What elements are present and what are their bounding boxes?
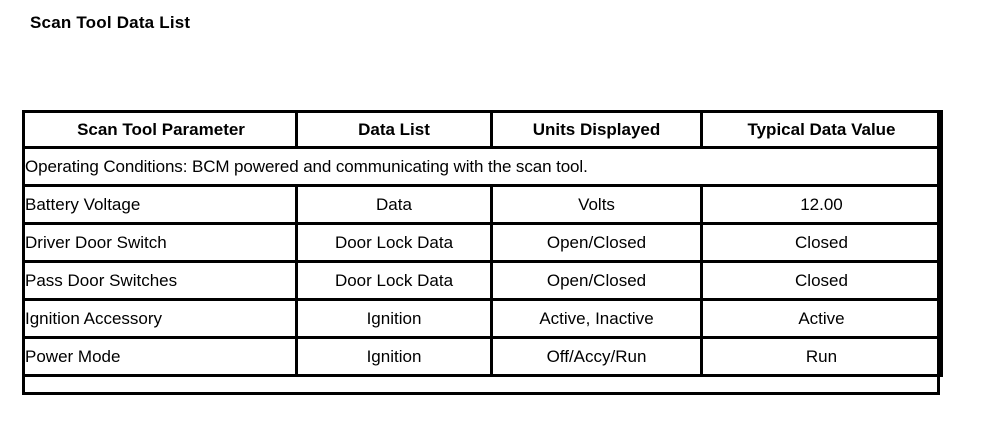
table-row: Ignition Accessory Ignition Active, Inac…	[22, 298, 943, 339]
cell-data-list: Data	[295, 184, 493, 225]
table-header-row: Scan Tool Parameter Data List Units Disp…	[22, 110, 943, 149]
column-header-units-displayed: Units Displayed	[490, 110, 703, 149]
cell-data-list: Door Lock Data	[295, 222, 493, 263]
cell-parameter: Ignition Accessory	[22, 298, 298, 339]
page-title: Scan Tool Data List	[30, 13, 191, 32]
cell-typical-data-value: 12.00	[700, 184, 943, 225]
cell-units-displayed: Active, Inactive	[490, 298, 703, 339]
cell-parameter: Driver Door Switch	[22, 222, 298, 263]
cell-parameter: Battery Voltage	[22, 184, 298, 225]
cell-units-displayed: Off/Accy/Run	[490, 336, 703, 377]
operating-conditions-row: Operating Conditions: BCM powered and co…	[22, 146, 943, 187]
table-body: Operating Conditions: BCM powered and co…	[22, 146, 943, 377]
cell-typical-data-value: Closed	[700, 260, 943, 301]
scan-tool-data-table: Scan Tool Parameter Data List Units Disp…	[22, 110, 943, 377]
table-row: Battery Voltage Data Volts 12.00	[22, 184, 943, 225]
cell-typical-data-value: Active	[700, 298, 943, 339]
cell-typical-data-value: Run	[700, 336, 943, 377]
cell-data-list: Ignition	[295, 336, 493, 377]
cell-parameter: Pass Door Switches	[22, 260, 298, 301]
table-row: Power Mode Ignition Off/Accy/Run Run	[22, 336, 943, 377]
table-row: Pass Door Switches Door Lock Data Open/C…	[22, 260, 943, 301]
table-header: Scan Tool Parameter Data List Units Disp…	[22, 110, 943, 149]
cell-data-list: Door Lock Data	[295, 260, 493, 301]
cell-typical-data-value: Closed	[700, 222, 943, 263]
operating-conditions-text: Operating Conditions: BCM powered and co…	[22, 146, 943, 187]
cell-units-displayed: Open/Closed	[490, 260, 703, 301]
column-header-typical-data-value: Typical Data Value	[700, 110, 943, 149]
cell-units-displayed: Volts	[490, 184, 703, 225]
column-header-data-list: Data List	[295, 110, 493, 149]
table-row: Driver Door Switch Door Lock Data Open/C…	[22, 222, 943, 263]
cell-parameter: Power Mode	[22, 336, 298, 377]
column-header-scan-tool-parameter: Scan Tool Parameter	[22, 110, 298, 149]
cell-units-displayed: Open/Closed	[490, 222, 703, 263]
cell-data-list: Ignition	[295, 298, 493, 339]
